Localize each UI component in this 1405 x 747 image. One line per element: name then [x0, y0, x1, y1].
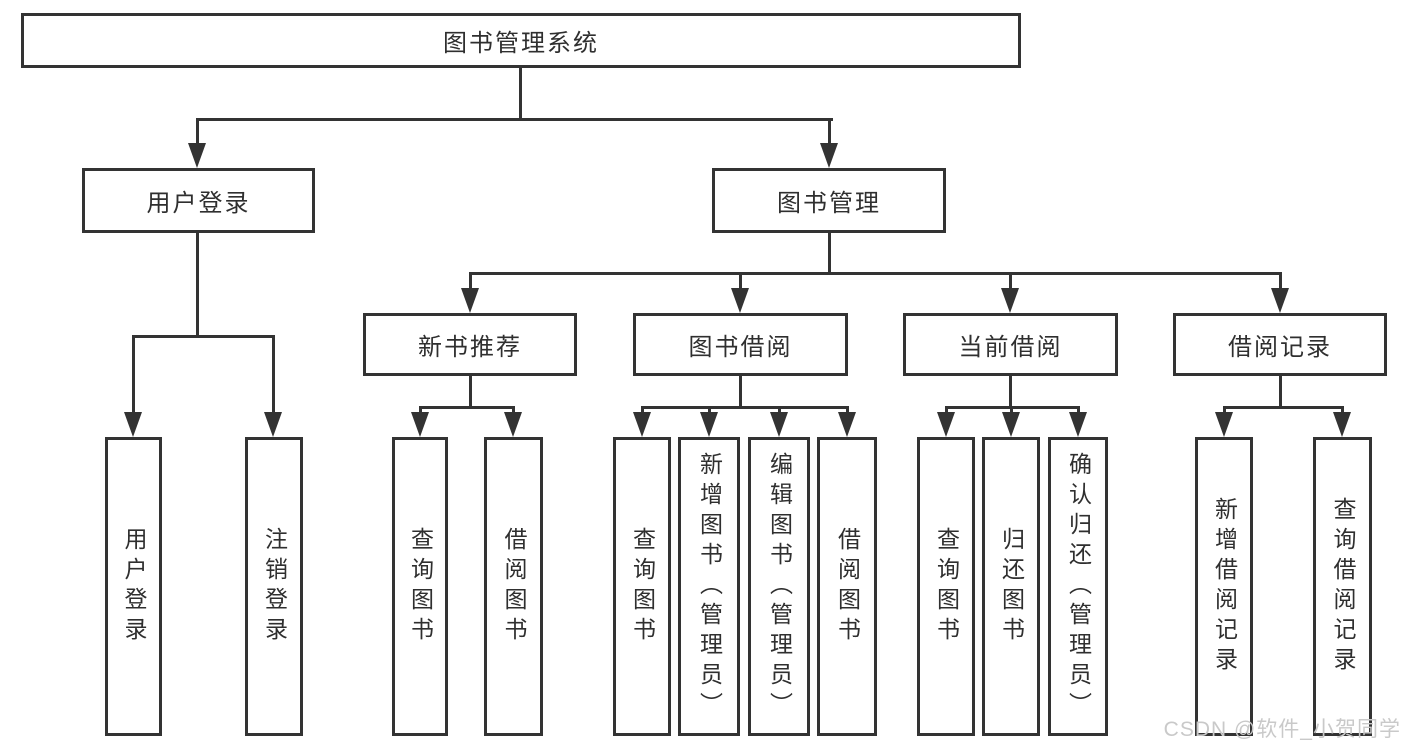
connector-line	[1279, 272, 1282, 290]
arrow-down-icon	[124, 412, 142, 437]
arrow-down-icon	[264, 412, 282, 437]
leaf-return-books: 归还图书	[982, 437, 1040, 736]
node-user-login: 用户登录	[82, 168, 315, 233]
leaf-query-books-current: 查询图书	[917, 437, 975, 736]
connector-line	[419, 406, 515, 409]
node-book-borrowing: 图书借阅	[633, 313, 848, 376]
arrow-down-icon	[770, 412, 788, 437]
leaf-label: 确认归还（管理员）	[1065, 451, 1092, 722]
arrow-down-icon	[1002, 412, 1020, 437]
arrow-down-icon	[633, 412, 651, 437]
leaf-label: 查询图书	[629, 526, 656, 647]
connector-line	[739, 272, 742, 290]
connector-line	[1341, 406, 1344, 416]
connector-line	[132, 335, 275, 338]
connector-line	[196, 233, 199, 337]
node-library-management-system: 图书管理系统	[21, 13, 1021, 68]
connector-line	[778, 406, 781, 416]
arrow-down-icon	[700, 412, 718, 437]
leaf-label: 用户登录	[121, 526, 147, 647]
leaf-borrow-books: 借阅图书	[817, 437, 877, 736]
connector-line	[641, 406, 644, 416]
node-current-borrowing: 当前借阅	[903, 313, 1118, 376]
arrow-down-icon	[1333, 412, 1351, 437]
arrow-down-icon	[411, 412, 429, 437]
watermark: CSDN @软件_小贺同学	[1163, 718, 1401, 741]
leaf-add-borrow-record: 新增借阅记录	[1195, 437, 1253, 736]
leaf-confirm-return-admin: 确认归还（管理员）	[1048, 437, 1108, 736]
connector-line	[1077, 406, 1080, 416]
leaf-add-books-admin: 新增图书（管理员）	[678, 437, 740, 736]
connector-line	[132, 335, 135, 415]
arrow-down-icon	[1001, 288, 1019, 313]
node-new-book-recommend: 新书推荐	[363, 313, 577, 376]
connector-line	[469, 272, 1282, 275]
connector-line	[469, 272, 472, 290]
leaf-borrow-books-recommend: 借阅图书	[484, 437, 543, 736]
connector-line	[1009, 376, 1012, 408]
leaf-query-borrow-record: 查询借阅记录	[1313, 437, 1372, 736]
connector-line	[641, 406, 848, 409]
leaf-label: 注销登录	[261, 526, 288, 647]
leaf-logout: 注销登录	[245, 437, 303, 736]
connector-line	[1279, 376, 1282, 408]
connector-line	[419, 406, 422, 416]
node-borrowing-records: 借阅记录	[1173, 313, 1387, 376]
leaf-label: 借阅图书	[834, 526, 861, 647]
arrow-down-icon	[504, 412, 522, 437]
connector-line	[828, 233, 831, 275]
leaf-edit-books-admin: 编辑图书（管理员）	[748, 437, 810, 736]
connector-line	[945, 406, 948, 416]
leaf-label: 新增图书（管理员）	[696, 451, 723, 722]
connector-line	[469, 376, 472, 408]
connector-line	[197, 118, 833, 121]
connector-line	[828, 118, 831, 146]
connector-line	[739, 376, 742, 408]
arrow-down-icon	[820, 143, 838, 168]
arrow-down-icon	[1271, 288, 1289, 313]
arrow-down-icon	[838, 412, 856, 437]
node-book-management: 图书管理	[712, 168, 946, 233]
connector-line	[1223, 406, 1344, 409]
connector-line	[512, 406, 515, 416]
leaf-label: 新增借阅记录	[1211, 496, 1238, 677]
leaf-label: 查询图书	[933, 526, 960, 647]
connector-line	[846, 406, 849, 416]
connector-line	[1009, 272, 1012, 290]
connector-line	[1223, 406, 1226, 416]
arrow-down-icon	[461, 288, 479, 313]
connector-line	[272, 335, 275, 415]
leaf-label: 查询借阅记录	[1330, 496, 1356, 677]
arrow-down-icon	[937, 412, 955, 437]
connector-line	[519, 68, 522, 120]
leaf-query-books-recommend: 查询图书	[392, 437, 448, 736]
arrow-down-icon	[188, 143, 206, 168]
leaf-label: 归还图书	[998, 526, 1025, 647]
connector-line	[196, 118, 199, 146]
arrow-down-icon	[731, 288, 749, 313]
leaf-query-books-borrowing: 查询图书	[613, 437, 671, 736]
leaf-label: 借阅图书	[501, 526, 527, 647]
leaf-label: 编辑图书（管理员）	[766, 451, 793, 722]
leaf-label: 查询图书	[407, 526, 434, 647]
connector-line	[1010, 406, 1013, 416]
arrow-down-icon	[1069, 412, 1087, 437]
arrow-down-icon	[1215, 412, 1233, 437]
leaf-user-login: 用户登录	[105, 437, 162, 736]
connector-line	[708, 406, 711, 416]
